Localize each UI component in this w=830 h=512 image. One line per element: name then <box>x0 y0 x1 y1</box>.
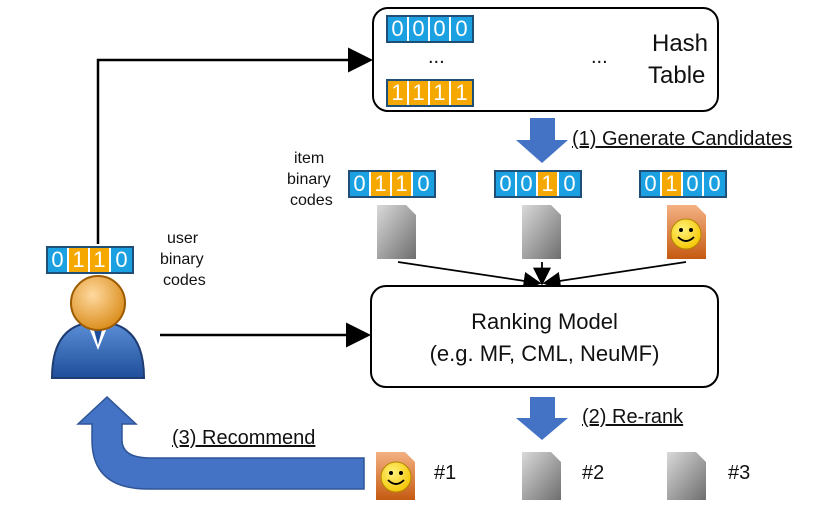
user-codes-label-2: binary <box>160 251 204 268</box>
user-codes-label-3: codes <box>163 272 206 289</box>
bit-cell: 1 <box>538 172 559 196</box>
smiley-document-icon <box>667 205 706 259</box>
step-generate-label: (1) Generate Candidates <box>572 128 793 150</box>
item-code-1: 0 1 1 0 <box>348 170 436 198</box>
item-code-3: 0 1 0 0 <box>639 170 727 198</box>
bit-cell: 0 <box>496 172 517 196</box>
bit-cell: 0 <box>409 17 430 41</box>
ranking-model-title: Ranking Model <box>471 309 618 334</box>
hash-row1-code: 0 0 0 0 <box>386 15 474 43</box>
user-codes-label-1: user <box>167 230 199 247</box>
bit-cell: 1 <box>430 81 451 105</box>
bit-cell: 0 <box>683 172 704 196</box>
bit-cell: 0 <box>704 172 725 196</box>
generate-block-arrow <box>516 118 568 163</box>
ranking-model-subtitle: (e.g. MF, CML, NeuMF) <box>429 341 660 366</box>
rerank-block-arrow <box>516 397 568 440</box>
bit-cell: 1 <box>69 248 90 272</box>
item-codes-label-1: item <box>294 150 325 167</box>
document-icon <box>377 205 416 259</box>
document-icon <box>667 452 706 500</box>
bit-cell: 1 <box>409 81 430 105</box>
bit-cell: 1 <box>662 172 683 196</box>
user-code: 0 1 1 0 <box>46 246 134 274</box>
bit-cell: 1 <box>392 172 413 196</box>
hash-row2-code: 1 1 1 1 <box>386 79 474 107</box>
result-rank-3: #3 <box>728 462 751 484</box>
item-code-2: 0 0 1 0 <box>494 170 582 198</box>
bit-cell: 1 <box>451 81 472 105</box>
hash-ellipsis-right: ... <box>591 46 608 68</box>
bit-cell: 1 <box>90 248 111 272</box>
hash-table-label-2: Table <box>648 62 706 89</box>
hash-ellipsis-left: ... <box>428 46 445 68</box>
step-rerank-label: (2) Re-rank <box>582 406 684 428</box>
smiley-document-icon <box>376 452 415 500</box>
ranking-model-box <box>370 285 719 388</box>
recommend-block-arrow <box>76 395 365 490</box>
result-rank-2: #2 <box>582 462 605 484</box>
bit-cell: 0 <box>111 248 132 272</box>
bit-cell: 0 <box>413 172 434 196</box>
item-codes-label-3: codes <box>290 192 333 209</box>
item-codes-label-2: binary <box>287 171 331 188</box>
bit-cell: 0 <box>641 172 662 196</box>
user-to-hash-arrow <box>96 47 373 244</box>
item3-to-model-arrow <box>542 261 687 290</box>
bit-cell: 1 <box>388 81 409 105</box>
bit-cell: 0 <box>48 248 69 272</box>
bit-cell: 0 <box>350 172 371 196</box>
bit-cell: 0 <box>451 17 472 41</box>
bit-cell: 0 <box>559 172 580 196</box>
bit-cell: 0 <box>517 172 538 196</box>
user-avatar-icon <box>50 275 146 379</box>
bit-cell: 0 <box>388 17 409 41</box>
document-icon <box>522 205 561 259</box>
result-rank-1: #1 <box>434 462 457 484</box>
item1-to-model-arrow <box>397 261 542 290</box>
step-recommend-label: (3) Recommend <box>172 427 316 449</box>
hash-table-label-1: Hash <box>652 30 709 57</box>
bit-cell: 0 <box>430 17 451 41</box>
bit-cell: 1 <box>371 172 392 196</box>
document-icon <box>522 452 561 500</box>
